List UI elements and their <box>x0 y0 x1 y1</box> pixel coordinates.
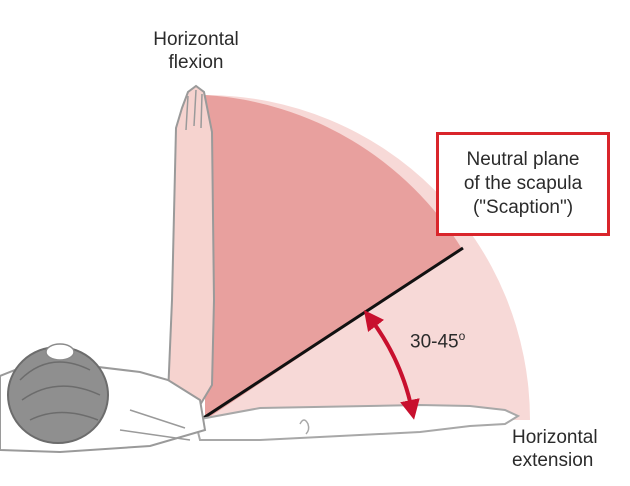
extended-arm <box>195 405 518 440</box>
horizontal-extension-line-1: Horizontal <box>512 426 630 449</box>
horizontal-flexion-label: Horizontal flexion <box>126 28 266 74</box>
degree-symbol: o <box>459 329 466 343</box>
raised-arm <box>168 86 214 405</box>
horizontal-extension-line-2: extension <box>512 449 630 472</box>
horizontal-flexion-line-2: flexion <box>126 51 266 74</box>
angle-range-value: 30-45 <box>410 331 459 352</box>
scapular-plane-callout: Neutral plane of the scapula ("Scaption"… <box>436 132 610 236</box>
horizontal-flexion-line-1: Horizontal <box>126 28 266 51</box>
scapular-plane-line-1: Neutral plane <box>466 148 579 172</box>
scapular-plane-line-3: ("Scaption") <box>473 196 573 220</box>
scapular-plane-line-2: of the scapula <box>464 172 582 196</box>
ear <box>46 344 74 360</box>
angle-range-label: 30-45o <box>410 329 465 353</box>
horizontal-extension-label: Horizontal extension <box>512 426 630 472</box>
